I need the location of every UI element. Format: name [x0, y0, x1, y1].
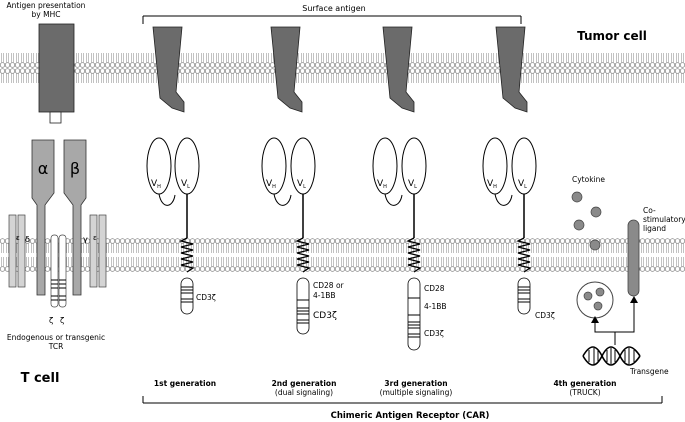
- cd28-or-label-line2: 4-1BB: [313, 291, 336, 300]
- gen4-subtitle: (TRUCK): [569, 388, 600, 397]
- transgene-arrows: [594, 302, 635, 345]
- cytokine-dots: [571, 191, 602, 251]
- vl-label-4: VL: [518, 179, 527, 190]
- costim-label-line2: stimulatory: [643, 215, 685, 224]
- surface-antigen-label: Surface antigen: [302, 4, 365, 13]
- gen2-subtitle: (dual signaling): [275, 388, 333, 397]
- 41bb-label-3: 4-1BB: [424, 302, 447, 311]
- cytokine-vesicle: [576, 281, 614, 319]
- costimulatory-ligand: [627, 219, 640, 297]
- cd3z-label-1: CD3ζ: [196, 293, 216, 302]
- tcr-complex: [8, 139, 107, 308]
- vh-label-3: VH: [377, 179, 387, 190]
- costim-label-line1: Co-: [643, 206, 656, 215]
- vh-label-2: VH: [266, 179, 276, 190]
- tcell-membrane: [0, 238, 685, 272]
- vh-label-1: VH: [151, 179, 161, 190]
- vl-label-1: VL: [181, 179, 190, 190]
- surface-antigens: [152, 26, 528, 113]
- mhc-label-line2: by MHC: [32, 10, 61, 19]
- arrowhead-vesicle: [591, 316, 599, 323]
- car-4th-generation: [482, 137, 537, 315]
- mhc-label-line1: Antigen presentation: [7, 1, 86, 10]
- transgene-dna-icon: [582, 346, 641, 366]
- vl-label-2: VL: [297, 179, 306, 190]
- cd3z-label-4: CD3ζ: [535, 311, 555, 320]
- tcr-beta-label: β: [70, 159, 80, 178]
- tcr-zeta-right: ζ: [60, 316, 64, 325]
- cd28-or-label-line1: CD28 or: [313, 281, 345, 290]
- car-label: Chimeric Antigen Receptor (CAR): [331, 411, 490, 421]
- gen3-title: 3rd generation: [384, 379, 447, 388]
- cytokine-label: Cytokine: [572, 175, 605, 184]
- gen2-title: 2nd generation: [272, 379, 337, 388]
- gen1-title: 1st generation: [154, 379, 216, 388]
- tumor-membrane: [0, 49, 685, 83]
- transgene-label: Transgene: [629, 367, 669, 376]
- cd28-label-3: CD28: [424, 284, 445, 293]
- surface-antigen-bracket: [142, 15, 522, 24]
- arrowhead-ligand: [630, 296, 638, 303]
- car-3rd-generation: [372, 137, 427, 351]
- tcr-zeta-left: ζ: [49, 316, 53, 325]
- cd3-epsilon-right: ε: [93, 234, 97, 242]
- car-1st-generation: [146, 137, 200, 315]
- tcr-alpha-label: α: [38, 159, 49, 178]
- cd3z-label-2: CD3ζ: [313, 311, 337, 321]
- mhc-molecule: [38, 23, 75, 124]
- t-cell-label: T cell: [21, 371, 60, 386]
- cd3-gamma: γ: [83, 235, 88, 244]
- tcr-label-line2: TCR: [48, 342, 64, 351]
- car-bracket: [142, 396, 663, 404]
- tumor-cell-label: Tumor cell: [577, 29, 647, 43]
- cd3-delta: δ: [25, 235, 30, 244]
- cd3-epsilon-left: ε: [16, 234, 20, 242]
- gen3-subtitle: (multiple signaling): [380, 388, 453, 397]
- car-2nd-generation: [261, 137, 316, 335]
- gen4-title: 4th generation: [553, 379, 616, 388]
- tcr-label-line1: Endogenous or transgenic: [7, 333, 105, 342]
- cd3z-label-3: CD3ζ: [424, 329, 444, 338]
- vl-label-3: VL: [408, 179, 417, 190]
- costim-label-line3: ligand: [643, 224, 666, 233]
- vh-label-4: VH: [487, 179, 497, 190]
